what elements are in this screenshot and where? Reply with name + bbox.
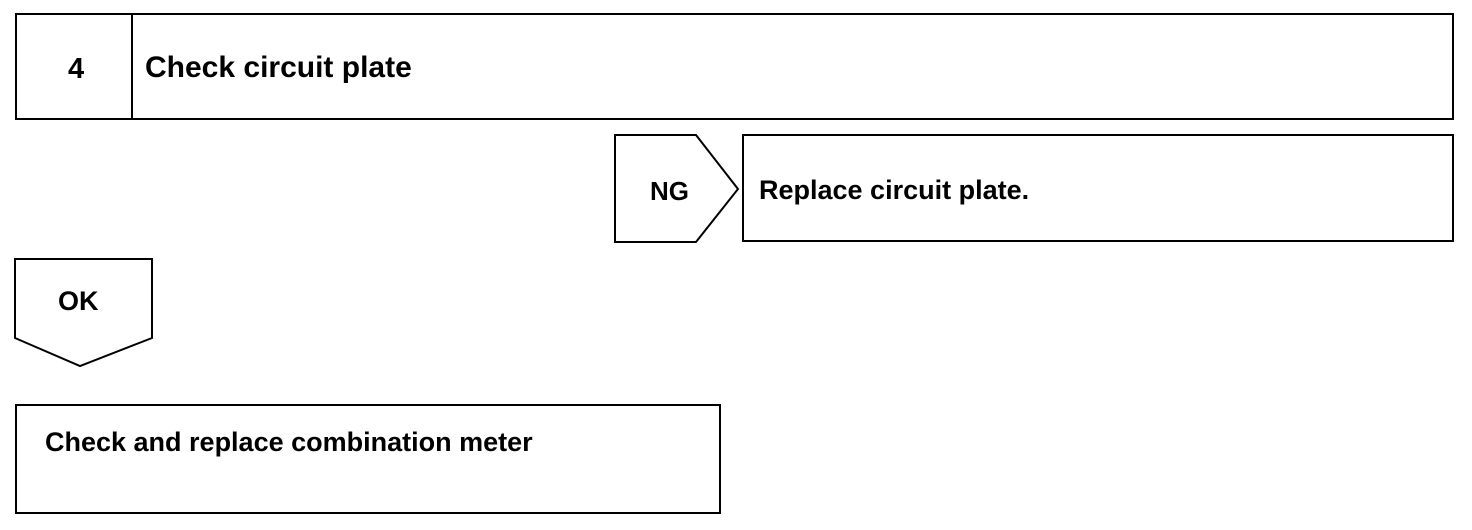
ng-arrow-shape (614, 134, 740, 243)
final-action-text: Check and replace combination meter (45, 427, 533, 457)
step-header-box: 4 Check circuit plate (15, 13, 1454, 120)
step-number-divider (131, 15, 133, 118)
ng-result-text: Replace circuit plate. (759, 175, 1030, 205)
ok-label: OK (58, 286, 99, 316)
ng-label: NG (650, 176, 689, 206)
ok-arrow-shape (14, 258, 153, 368)
final-action-box: Check and replace combination meter (15, 404, 721, 514)
step-number: 4 (68, 53, 85, 85)
step-title: Check circuit plate (145, 51, 412, 84)
ng-result-box: Replace circuit plate. (742, 134, 1454, 242)
